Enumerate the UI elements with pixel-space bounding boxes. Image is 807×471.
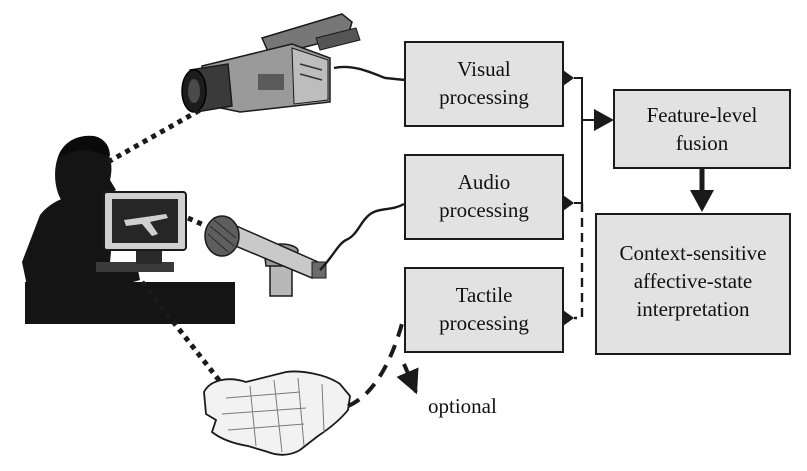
- tactile-processing-line-2: processing: [439, 311, 529, 335]
- camera-cable: [333, 65, 406, 82]
- tactile-processing-box: Tactile processing: [404, 267, 564, 353]
- dotted-link-mic: [186, 215, 208, 229]
- tactile-output-arrow: [563, 310, 574, 326]
- optional-arrow: [396, 363, 419, 395]
- optional-label: optional: [428, 394, 497, 418]
- fusion-to-interpretation-arrow: [690, 190, 714, 212]
- visual-output-arrow: [563, 70, 574, 86]
- audio-processing-box: Audio processing: [404, 154, 564, 240]
- interpretation-line-1: Context-sensitive: [620, 241, 767, 265]
- fusion-line-1: Feature-level: [647, 103, 758, 127]
- tactile-processing-line-1: Tactile: [456, 283, 513, 307]
- interpretation-box: Context-sensitive affective-state interp…: [595, 213, 791, 355]
- visual-processing-box: Visual processing: [404, 41, 564, 127]
- interpretation-line-2: affective-state: [634, 269, 753, 293]
- microphone-cable: [319, 202, 405, 271]
- visual-processing-line-1: Visual: [457, 57, 511, 81]
- visual-processing-line-2: processing: [439, 85, 529, 109]
- audio-output-arrow: [563, 195, 574, 211]
- interpretation-line-3: interpretation: [636, 297, 750, 321]
- audio-processing-line-1: Audio: [458, 170, 511, 194]
- merge-line-solid: [574, 77, 583, 204]
- dotted-link-glove: [140, 280, 224, 386]
- merge-line-dashed: [574, 203, 584, 320]
- user-silhouette-icon: [22, 135, 235, 324]
- fusion-input-arrow: [594, 109, 614, 131]
- video-camera-icon: [181, 13, 361, 113]
- microphone-icon: [204, 215, 327, 297]
- fusion-line-2: fusion: [676, 131, 729, 155]
- feature-level-fusion-box: Feature-level fusion: [613, 89, 791, 169]
- glove-cable: [347, 315, 406, 408]
- audio-processing-line-2: processing: [439, 198, 529, 222]
- tactile-glove-icon: [203, 370, 351, 456]
- dotted-link-camera: [106, 107, 202, 165]
